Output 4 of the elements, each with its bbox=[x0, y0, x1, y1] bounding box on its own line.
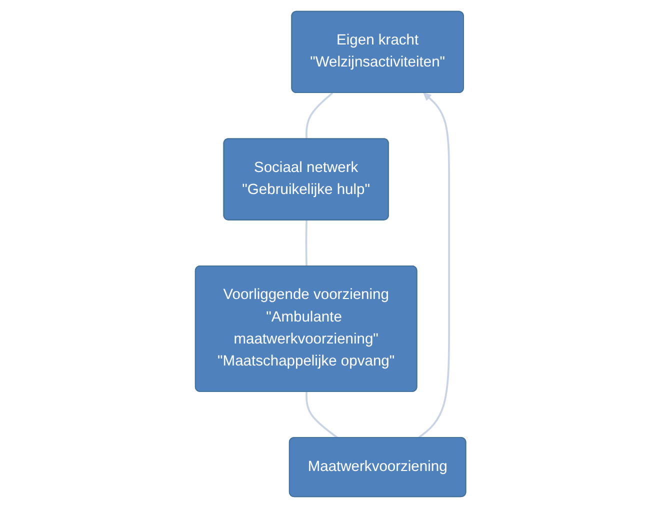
connector bbox=[306, 392, 339, 439]
arrow bbox=[418, 92, 450, 439]
connector bbox=[306, 92, 334, 140]
connector bbox=[306, 220, 308, 266]
